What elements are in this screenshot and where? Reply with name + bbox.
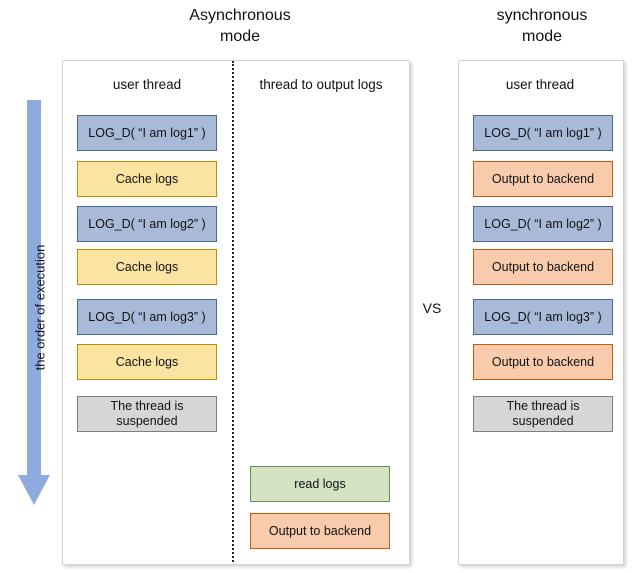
sync-user-thread-header: user thread	[505, 77, 575, 92]
async-step-output-to-backend[interactable]: Output to backend	[250, 513, 390, 549]
sync-step-output-to-backend-1[interactable]: Output to backend	[473, 161, 613, 197]
async-step-log1[interactable]: LOG_D( “I am log1” )	[77, 115, 217, 151]
async-step-cache-logs-3[interactable]: Cache logs	[77, 344, 217, 380]
sync-step-log1[interactable]: LOG_D( “I am log1” )	[473, 115, 613, 151]
thread-divider-dotted-line	[232, 61, 234, 562]
order-of-execution-label: the order of execution	[32, 244, 48, 371]
sync-mode-title: synchronous mode	[496, 7, 588, 45]
output-logs-thread-header: thread to output logs	[259, 77, 383, 92]
async-step-cache-logs-1[interactable]: Cache logs	[77, 161, 217, 197]
async-step-read-logs[interactable]: read logs	[250, 466, 390, 502]
async-user-thread-header: user thread	[112, 77, 182, 92]
async-step-log2[interactable]: LOG_D( “I am log2” )	[77, 206, 217, 242]
order-of-execution-arrow: the order of execution	[14, 100, 54, 508]
sync-step-thread-suspended[interactable]: The thread is suspended	[473, 396, 613, 432]
sync-step-log3[interactable]: LOG_D( “I am log3” )	[473, 299, 613, 335]
sync-step-output-to-backend-2[interactable]: Output to backend	[473, 249, 613, 285]
down-arrow-icon	[18, 100, 50, 505]
vs-label: VS	[422, 300, 442, 316]
sync-step-log2[interactable]: LOG_D( “I am log2” )	[473, 206, 613, 242]
async-step-thread-suspended[interactable]: The thread is suspended	[77, 396, 217, 432]
async-step-log3[interactable]: LOG_D( “I am log3” )	[77, 299, 217, 335]
sync-step-output-to-backend-3[interactable]: Output to backend	[473, 344, 613, 380]
async-mode-title: Asynchronous mode	[189, 7, 291, 45]
async-step-cache-logs-2[interactable]: Cache logs	[77, 249, 217, 285]
